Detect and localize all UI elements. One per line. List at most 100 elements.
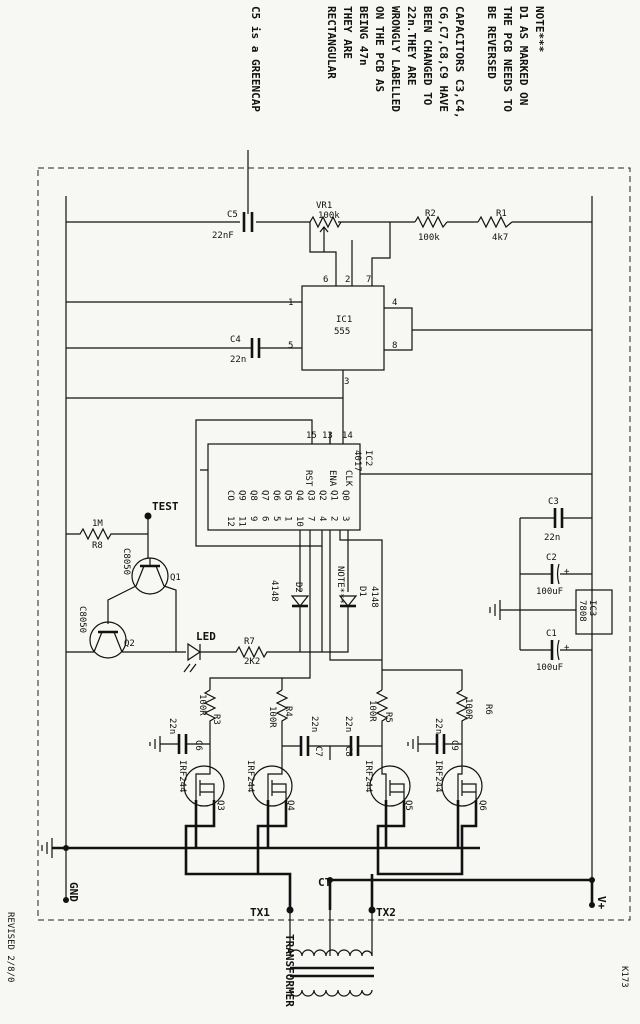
c3-capacitor: C3 22n <box>519 497 592 640</box>
svg-text:TRANSFORMER: TRANSFORMER <box>283 934 296 1007</box>
svg-text:22n: 22n <box>309 716 319 732</box>
svg-text:NOTE***: NOTE*** <box>533 6 546 52</box>
ic2-output-label: Q7 <box>260 490 270 501</box>
svg-text:4k7: 4k7 <box>492 233 508 243</box>
svg-text:7808: 7808 <box>577 600 587 622</box>
svg-text:C2: C2 <box>546 553 557 563</box>
ic2-output-label: Q3 <box>306 490 316 501</box>
r8-resistor: 1M R8 <box>66 519 148 551</box>
svg-text:GND: GND <box>67 882 80 902</box>
drain-wires <box>184 800 478 862</box>
note-d1-reversed: NOTE*** D1 AS MARKED ON THE PCB NEEDS TO… <box>485 6 546 112</box>
ic2-output-label: Q9 <box>237 490 247 501</box>
ground-icon <box>41 838 53 858</box>
svg-text:V+: V+ <box>595 896 608 910</box>
svg-text:7: 7 <box>366 275 371 285</box>
svg-text:IC2: IC2 <box>363 450 373 466</box>
svg-text:1M: 1M <box>92 519 103 529</box>
c5-capacitor: C5 22nF <box>212 210 254 241</box>
q4-mosfet: Q4 IRF244 <box>245 760 295 811</box>
ic2-output-label: Q5 <box>283 490 293 501</box>
svg-text:C6,C7,C8,C9 HAVE: C6,C7,C8,C9 HAVE <box>437 6 450 112</box>
ground-icon <box>489 600 501 620</box>
svg-text:2: 2 <box>345 275 350 285</box>
svg-text:4017: 4017 <box>352 450 362 472</box>
ic2-pin-number: 5 <box>271 516 281 521</box>
ic1-pin-wires <box>66 301 592 351</box>
svg-text:Q5: Q5 <box>403 800 413 811</box>
board-outline <box>37 167 631 921</box>
center-tap-wire <box>328 878 594 910</box>
ic2-output-label: Q6 <box>271 490 281 501</box>
vr1-to-ic1-wires <box>309 222 391 286</box>
tx2-label: TX2 <box>376 906 396 919</box>
svg-text:BEING 47n: BEING 47n <box>357 6 370 66</box>
ic2-pin-number: 6 <box>260 516 270 521</box>
svg-text:R5: R5 <box>383 712 393 723</box>
svg-text:R4: R4 <box>283 706 293 717</box>
note-capacitors-changed: CAPACITORS C3,C4, C6,C7,C8,C9 HAVE BEEN … <box>325 6 466 119</box>
ic2-pin-number: 12 <box>225 516 235 527</box>
svg-text:WRONGLY LABELLED: WRONGLY LABELLED <box>389 6 402 112</box>
d2-wires <box>299 530 323 652</box>
r2-resistor: R2 100k <box>414 209 448 243</box>
junction-dot <box>589 877 595 883</box>
svg-text:RECTANGULAR: RECTANGULAR <box>325 6 338 79</box>
ic2-output-label: Q2 <box>317 490 327 501</box>
svg-text:22nF: 22nF <box>212 231 234 241</box>
q1-transistor: Q1 C8050 <box>121 548 181 595</box>
ic2-pin-number: 9 <box>248 516 258 521</box>
junction-dot <box>327 877 333 883</box>
svg-text:C1: C1 <box>546 629 557 639</box>
svg-text:C3: C3 <box>548 497 559 507</box>
svg-text:5: 5 <box>288 341 293 351</box>
svg-text:4148: 4148 <box>369 586 379 608</box>
tx1-label: TX1 <box>250 906 270 919</box>
svg-text:IRF244: IRF244 <box>245 760 255 793</box>
c8-capacitor: C8 22n <box>330 716 382 757</box>
revision-date: REVISED 2/8/0 <box>5 912 15 982</box>
svg-text:C5: C5 <box>227 210 238 220</box>
svg-text:100k: 100k <box>318 211 340 221</box>
r1-resistor: R1 4k7 <box>477 209 513 243</box>
svg-text:Q2: Q2 <box>124 639 135 649</box>
ic3-7808-regulator: IC3 7808 <box>575 589 613 635</box>
c1-capacitor: C1 100uF + <box>519 629 592 673</box>
ic2-output-label: Q1 <box>329 490 339 501</box>
svg-text:C6: C6 <box>193 740 203 751</box>
svg-text:R8: R8 <box>92 541 103 551</box>
test-point[interactable]: TEST <box>144 500 179 520</box>
svg-text:BE REVERSED: BE REVERSED <box>485 6 498 79</box>
gnd-terminal: GND <box>63 882 80 903</box>
note-c5-greencap: C5 is a GREENCAP <box>249 6 262 112</box>
svg-text:D1 AS MARKED ON: D1 AS MARKED ON <box>517 6 530 105</box>
led-indicator: LED <box>183 630 216 673</box>
svg-text:100k: 100k <box>418 233 440 243</box>
svg-text:100uF: 100uF <box>536 663 563 673</box>
c6-capacitor: C6 22n <box>149 718 210 754</box>
svg-text:Q1: Q1 <box>170 573 181 583</box>
svg-text:100R: 100R <box>367 700 377 722</box>
ct-label: CT <box>318 876 332 889</box>
gate-bus-wires <box>209 669 463 690</box>
transformer-primary-wires <box>184 862 464 910</box>
ic2-pin-number: 2 <box>329 516 339 521</box>
ic2-reset-loop <box>195 419 331 547</box>
svg-text:BEEN CHANGED TO: BEEN CHANGED TO <box>421 6 434 106</box>
svg-text:22n: 22n <box>544 533 560 543</box>
d1-diode: D1 4148 NOTE*** <box>335 566 379 608</box>
svg-text:C4: C4 <box>230 335 241 345</box>
ic2-output-label: Q0 <box>340 490 350 501</box>
svg-text:R2: R2 <box>425 209 436 219</box>
ic2-output-label: CO <box>225 490 235 501</box>
svg-text:1: 1 <box>288 298 293 308</box>
ic1-555-timer: IC1 555 6 2 7 1 5 4 8 3 <box>288 275 397 387</box>
q6-mosfet: Q6 IRF244 <box>433 760 487 811</box>
junction-dot <box>63 845 69 851</box>
c7-capacitor: C7 22n <box>282 716 331 760</box>
vr1-potentiometer: VR1 100k <box>309 201 342 238</box>
svg-text:C8: C8 <box>343 746 353 757</box>
svg-text:IRF244: IRF244 <box>363 760 373 793</box>
svg-text:+: + <box>564 567 570 577</box>
